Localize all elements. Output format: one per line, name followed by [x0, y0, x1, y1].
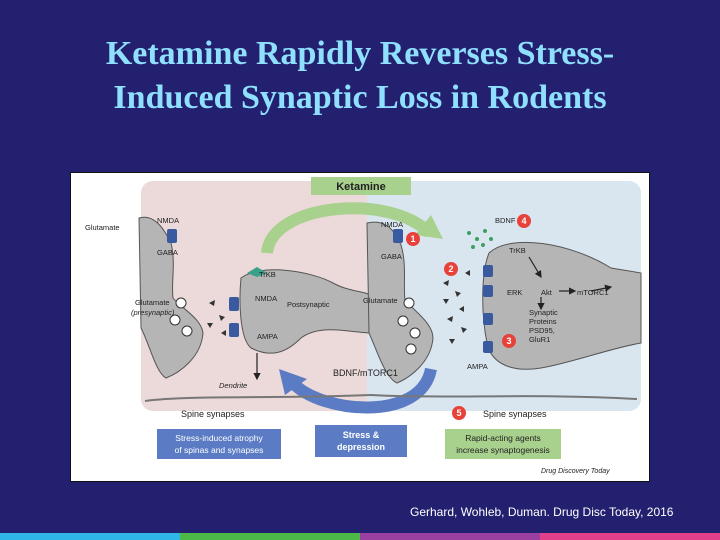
step-badges: 1 2 3 4 5 — [406, 214, 531, 420]
stress-arrow — [288, 367, 437, 414]
stress-arrowhead — [279, 369, 307, 395]
left-vesicles — [169, 297, 193, 337]
ketamine-arrowhead — [415, 215, 443, 239]
left-atrophy-line-2: of spinas and synapses — [175, 445, 264, 455]
left-atrophy-line-1: Stress-induced atrophy — [175, 433, 263, 443]
slide-title-line-1: Ketamine Rapidly Reverses Stress- — [105, 35, 615, 72]
left-spine-label: Spine synapses — [181, 409, 245, 419]
stress-box-line-2: depression — [337, 442, 385, 452]
left-receptors — [167, 229, 239, 337]
step-1-badge — [406, 232, 420, 246]
left-atrophy-box — [157, 429, 281, 459]
right-nmda-label: NMDA — [381, 220, 403, 229]
left-glutamate-label: Glutamate — [85, 223, 120, 232]
left-gaba-label: GABA — [157, 248, 178, 257]
step-5-label: 5 — [456, 408, 461, 418]
right-mtorc1-label: mTORC1 — [577, 288, 609, 297]
left-nmda-post-label: NMDA — [255, 294, 277, 303]
step-3-label: 3 — [506, 336, 511, 346]
right-synapto-line-2: increase synaptogenesis — [456, 445, 550, 455]
left-glutamate-molecules — [207, 300, 226, 336]
step-2-label: 2 — [448, 264, 453, 274]
right-erk-label: ERK — [507, 288, 522, 297]
right-akt-label: Akt — [541, 288, 553, 297]
left-glutamate-pre-label: Glutamate — [135, 298, 170, 307]
bdnf-mtorc1-label: BDNF/mTORC1 — [333, 368, 398, 378]
ketamine-box — [311, 177, 411, 195]
right-synaptic-label: Synaptic — [529, 308, 558, 317]
signalling-arrows — [528, 256, 613, 311]
right-gaba-label: GABA — [381, 252, 402, 261]
right-bdnf-dots — [467, 229, 493, 249]
right-psd95-label: PSD95, — [529, 326, 555, 335]
left-nmda-label: NMDA — [157, 216, 179, 225]
left-postsynaptic-label: Postsynaptic — [287, 300, 330, 309]
slide-title-line-2: Induced Synaptic Loss in Rodents — [113, 79, 607, 116]
left-dendrite — [144, 394, 372, 402]
step-4-label: 4 — [521, 216, 526, 226]
step-5-badge — [452, 406, 466, 420]
left-trkb-receptor-icon — [247, 267, 267, 277]
stress-box-line-1: Stress & — [343, 430, 380, 440]
left-presynaptic-label: (presynaptic) — [131, 308, 175, 317]
right-proteins-label: Proteins — [529, 317, 557, 326]
right-vesicles — [397, 297, 421, 355]
citation-text: Gerhard, Wohleb, Duman. Drug Disc Today,… — [410, 505, 674, 519]
step-1-label: 1 — [410, 234, 415, 244]
right-glur1-label: GluR1 — [529, 335, 550, 344]
step-3-badge — [502, 334, 516, 348]
figure-credit: Drug Discovery Today — [541, 468, 610, 475]
left-postsynaptic-neuron — [239, 269, 374, 354]
right-synaptogenesis-box — [445, 429, 561, 459]
right-bdnf-label: BDNF — [495, 216, 516, 225]
right-receptors — [393, 229, 493, 353]
right-glutamate-label: Glutamate — [363, 296, 398, 305]
ketamine-mechanism-figure: Ketamine 1 2 3 4 5 Glutamate NMDA GABA G… — [70, 172, 650, 482]
right-glutamate-molecules — [443, 270, 470, 344]
left-dendrite-label: Dendrite — [219, 381, 247, 390]
right-presynaptic-neuron — [366, 221, 434, 384]
right-dendrite — [370, 394, 638, 400]
right-spine-label: Spine synapses — [483, 409, 547, 419]
ketamine-arrow — [261, 202, 434, 255]
right-synapto-line-1: Rapid-acting agents — [465, 433, 541, 443]
step-2-badge — [444, 262, 458, 276]
step-4-badge — [517, 214, 531, 228]
slide-title: Ketamine Rapidly Reverses Stress- Induce… — [20, 32, 700, 120]
stress-depression-box — [315, 425, 407, 457]
left-ampa-label: AMPA — [257, 332, 278, 341]
left-trkb-label: TrKB — [259, 270, 276, 279]
right-trkb-label: TrKB — [509, 246, 526, 255]
ketamine-box-label: Ketamine — [336, 181, 386, 193]
right-ampa-label: AMPA — [467, 362, 488, 371]
